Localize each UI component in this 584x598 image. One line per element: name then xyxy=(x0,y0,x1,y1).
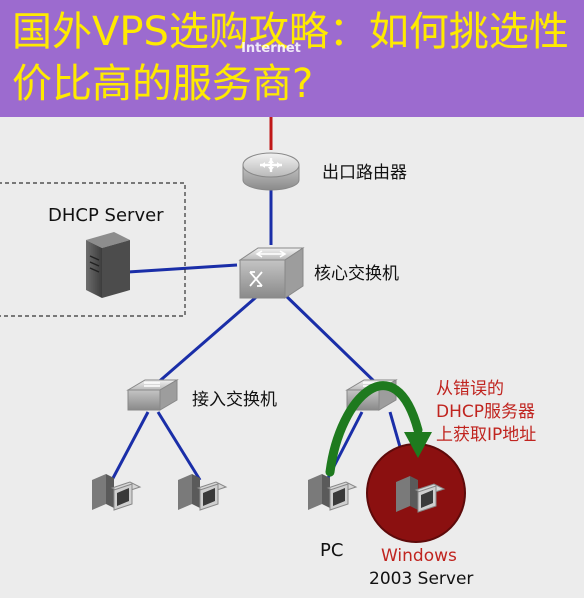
title-banner: 国外VPS选购攻略：如何挑选性价比高的服务商? xyxy=(0,0,584,117)
windows-server-label: 2003 Server xyxy=(369,569,474,589)
annotation-line-3: 上获取IP地址 xyxy=(436,425,537,445)
pc-icon-2 xyxy=(178,474,228,511)
windows-label: Windows xyxy=(381,546,457,566)
router-icon xyxy=(242,152,300,191)
link-core-dhcp xyxy=(127,263,238,274)
link-core-access-right xyxy=(280,290,380,387)
core-switch-label: 核心交换机 xyxy=(314,264,399,284)
access-switch-left-icon xyxy=(126,379,179,411)
core-switch-icon xyxy=(238,247,305,299)
network-links xyxy=(110,185,410,481)
router-label: 出口路由器 xyxy=(322,163,407,183)
link-access-left-pc2 xyxy=(156,411,202,481)
link-core-access-left xyxy=(154,290,263,387)
dhcp-server-icon xyxy=(86,232,130,298)
green-arrowhead-icon xyxy=(404,432,432,458)
rogue-server-icon xyxy=(396,476,446,513)
annotation-line-2: DHCP服务器 xyxy=(436,402,535,422)
internet-label: Internet xyxy=(241,41,301,56)
pc-label: PC xyxy=(320,540,344,561)
annotation-line-1: 从错误的 xyxy=(436,379,504,399)
dhcp-server-zone xyxy=(0,182,186,317)
green-arrow-icon xyxy=(325,381,423,477)
link-access-left-pc1 xyxy=(110,411,150,481)
pc-icon-3 xyxy=(308,474,358,511)
dhcp-server-label: DHCP Server xyxy=(48,205,164,226)
page-title: 国外VPS选购攻略：如何挑选性价比高的服务商? xyxy=(12,9,569,107)
access-switch-label: 接入交换机 xyxy=(192,390,277,410)
pc-icon-1 xyxy=(92,474,142,511)
